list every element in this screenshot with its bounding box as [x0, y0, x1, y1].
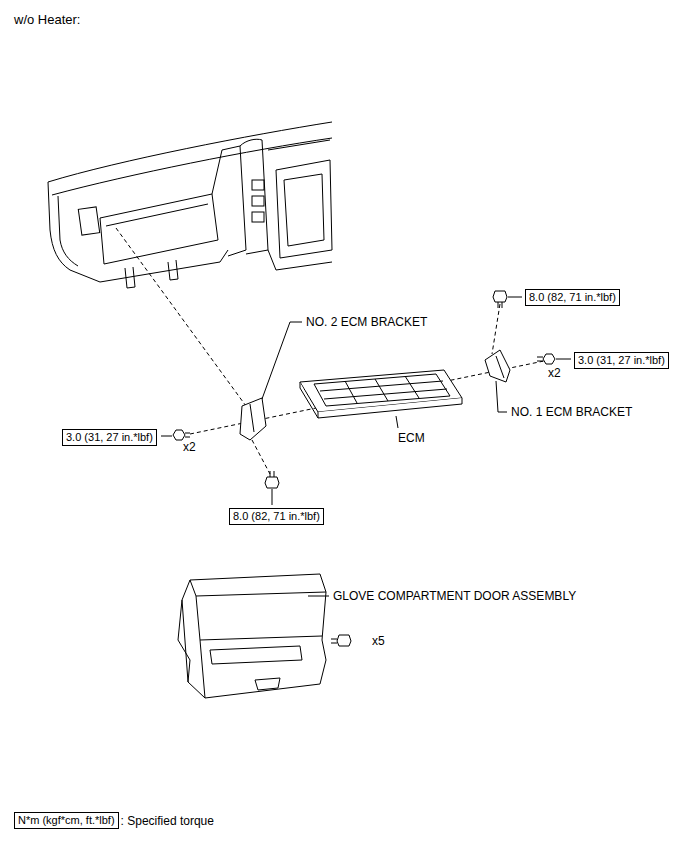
leader-lines — [161, 297, 571, 596]
torque-box: 8.0 (82, 71 in.*lbf) — [229, 508, 324, 525]
torque-value: 3.0 (31, 27 in.*lbf) — [66, 431, 153, 443]
torque-value: 8.0 (82, 71 in.*lbf) — [529, 291, 616, 303]
part-label: GLOVE COMPARTMENT DOOR ASSEMBLY — [332, 589, 577, 603]
torque-value: 8.0 (82, 71 in.*lbf) — [233, 510, 320, 522]
part-label: x5 — [371, 634, 386, 648]
part-label: NO. 1 ECM BRACKET — [510, 405, 633, 419]
torque-box: 3.0 (31, 27 in.*lbf) — [574, 352, 669, 369]
part-label: : Specified torque — [120, 814, 215, 828]
assembly-lines — [116, 228, 544, 474]
part-label: ECM — [397, 431, 426, 445]
torque-box: 3.0 (31, 27 in.*lbf) — [62, 429, 157, 446]
part-label: x2 — [547, 366, 562, 380]
heading: w/o Heater: — [14, 12, 80, 27]
torque-box: N*m (kgf*cm, ft.*lbf) — [14, 812, 119, 829]
ecm-unit — [300, 370, 462, 418]
glove-compartment — [178, 574, 326, 698]
ecm-brackets — [240, 350, 510, 440]
torque-value: 3.0 (31, 27 in.*lbf) — [578, 354, 665, 366]
torque-box: 8.0 (82, 71 in.*lbf) — [525, 289, 620, 306]
part-label: NO. 2 ECM BRACKET — [305, 315, 428, 329]
part-label: x2 — [182, 440, 197, 454]
instrument-panel — [48, 122, 332, 288]
torque-value: N*m (kgf*cm, ft.*lbf) — [18, 814, 115, 826]
